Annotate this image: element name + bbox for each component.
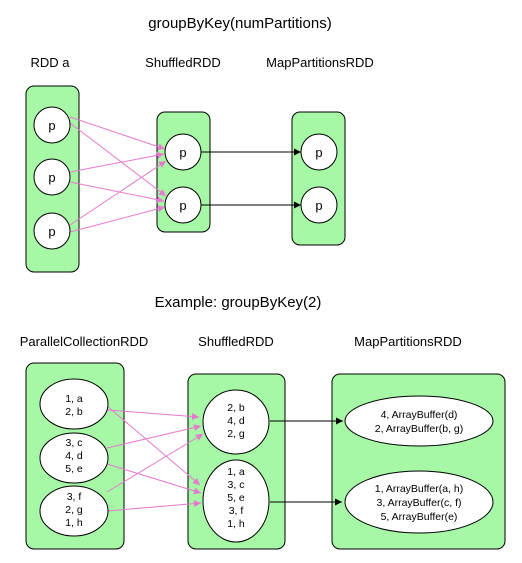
partition-label: p [179,198,186,213]
shuffle-edge [106,405,201,486]
bottom-title: Example: groupByKey(2) [155,294,322,311]
top-title: groupByKey(numPartitions) [148,15,331,32]
parallel-partition: 1, a 2, b [39,378,109,430]
record: 1, ArrayBuffer(a, h) [375,483,464,495]
bottom-shuffled-partition: 2, b 4, d 2, g [202,389,270,455]
shuffle-edge [69,122,167,197]
shuffle-edge [106,500,202,512]
shuffle-edge [69,160,167,226]
parallel-partition: 3, c 4, d 5, e [39,432,109,484]
record: 4, ArrayBuffer(d) [381,409,458,421]
record: 2, b [65,406,83,418]
record: 5, ArrayBuffer(e) [381,511,458,523]
record: 2, g [227,428,245,440]
shuffle-edge [69,151,165,173]
bottom-map-partition: 1, ArrayBuffer(a, h) 3, ArrayBuffer(c, f… [344,470,494,534]
partition-label: p [48,118,55,133]
record: 3, f [229,505,244,517]
bottom-shuffle-edges [106,405,204,512]
partition-label: p [315,145,322,160]
shuffle-edge [106,424,202,449]
rdd-a-partition: p [33,212,71,250]
record: 1, a [227,466,245,478]
top-shuffled-partition: p [164,186,202,224]
parallel-label: ParallelCollectionRDD [20,334,149,349]
record: 2, ArrayBuffer(b, g) [375,423,464,435]
top-map-partitions-box [291,111,346,246]
partition-label: p [48,224,55,239]
record: 4, d [227,415,245,427]
rdd-a-partition: p [33,158,71,196]
record: 3, c [66,437,83,449]
bottom-map-partition: 4, ArrayBuffer(d) 2, ArrayBuffer(b, g) [344,395,494,447]
top-shuffle-edges [69,116,167,233]
record: 1, h [65,517,83,529]
top-shuffled-label: ShuffledRDD [145,55,221,70]
top-shuffled-partition: p [164,133,202,171]
record: 1, h [227,518,245,530]
partition-label: p [315,198,322,213]
record: 3, f [67,491,82,503]
record: 3, ArrayBuffer(c, f) [377,497,462,509]
record: 5, e [65,463,83,475]
parallel-partition: 3, f 2, g 1, h [39,485,109,537]
shuffle-edge [106,433,204,493]
record: 1, a [65,393,83,405]
shuffle-edge [106,409,200,420]
top-map-edges [200,148,301,209]
shuffle-edge [69,181,165,204]
rdd-a-partition: p [33,106,71,144]
partition-label: p [48,170,55,185]
record: 2, b [227,402,245,414]
record: 4, d [65,450,83,462]
bottom-map-partitions-label: MapPartitionsRDD [354,334,462,349]
top-map-partition: p [300,133,338,171]
bottom-shuffled-partition: 1, a 3, c 5, e 3, f 1, h [202,459,270,543]
record: 5, e [227,492,245,504]
top-map-partitions-label: MapPartitionsRDD [266,55,374,70]
rdd-a-label: RDD a [30,55,70,70]
top-map-partition: p [300,186,338,224]
record: 3, c [228,479,245,491]
bottom-map-edges [270,417,343,506]
shuffle-edge [69,116,166,151]
record: 2, g [65,504,83,516]
partition-label: p [179,145,186,160]
shuffle-edge [69,205,166,233]
shuffle-edge [106,463,202,495]
bottom-shuffled-label: ShuffledRDD [198,334,274,349]
